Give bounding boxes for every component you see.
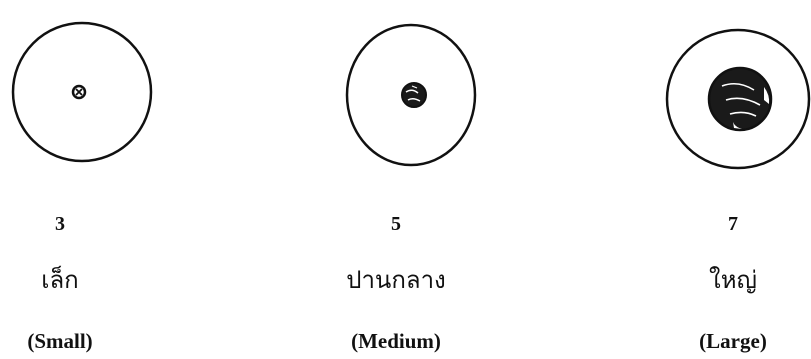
large-thai-label: ใหญ่ <box>709 268 757 292</box>
large-core <box>709 68 771 130</box>
medium-thai-label: ปานกลาง <box>346 268 446 292</box>
medium-value: 5 <box>391 214 401 234</box>
small-circle-drawing <box>13 23 151 161</box>
small-core <box>73 86 85 98</box>
small-thai-label: เล็ก <box>41 268 78 292</box>
medium-english-label: (Medium) <box>351 331 441 352</box>
small-english-label: (Small) <box>27 331 92 352</box>
small-value: 3 <box>55 214 65 234</box>
large-english-label: (Large) <box>699 331 767 352</box>
circle-drawings <box>0 0 811 200</box>
large-circle-drawing <box>667 30 809 168</box>
medium-core <box>402 83 426 107</box>
medium-circle-drawing <box>347 25 475 165</box>
large-value: 7 <box>728 214 738 234</box>
